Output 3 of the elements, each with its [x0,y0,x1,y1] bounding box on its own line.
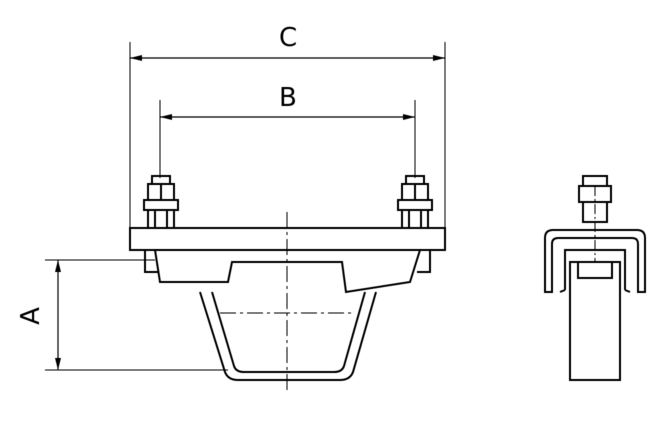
dimension-label: C [279,24,298,52]
dimension-label: A [16,307,45,325]
dimension-label: B [279,84,297,112]
